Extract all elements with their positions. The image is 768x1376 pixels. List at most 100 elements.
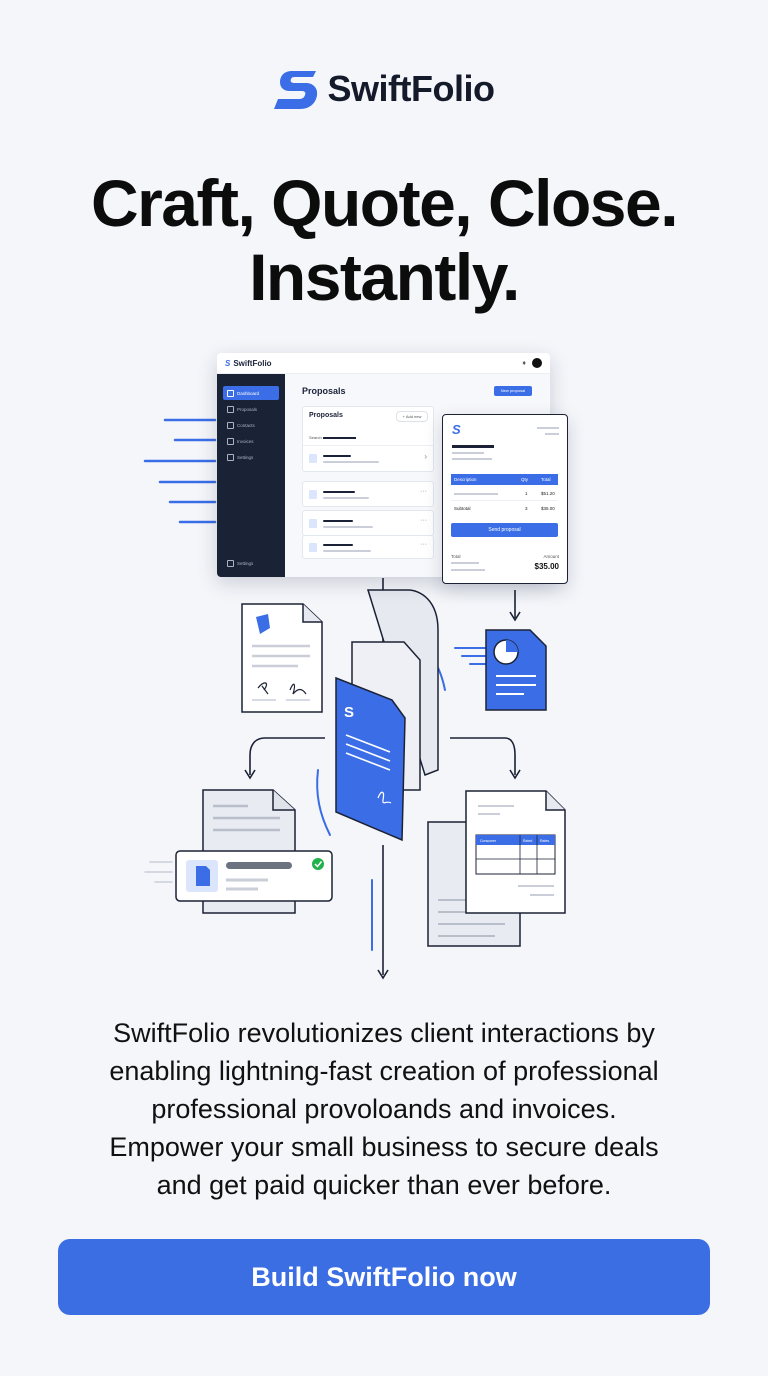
subtotal-label: Subtotal — [454, 506, 471, 511]
headline: Craft, Quote, Close. Instantly. — [0, 166, 768, 314]
contacts-icon — [227, 421, 234, 429]
invoice-client-bar — [452, 445, 494, 448]
gear-icon — [227, 560, 234, 567]
svg-text:S: S — [344, 704, 354, 721]
signed-contract-icon — [241, 603, 323, 713]
speed-lines-icon — [143, 418, 217, 524]
description: SwiftFolio revolutionizes client interac… — [24, 1014, 744, 1204]
send-proposal-button[interactable]: Send proposal — [451, 523, 558, 537]
sidebar-item-label: Contacts — [237, 422, 255, 428]
invoice-meta-bar — [545, 433, 559, 435]
dashboard-icon — [227, 389, 234, 397]
svg-text:Rated: Rated — [523, 839, 532, 843]
blue-proposal-document-icon: S — [335, 676, 406, 842]
svg-text:Consumer: Consumer — [480, 839, 497, 843]
total-bar — [451, 562, 479, 564]
invoice-table-header: Description Qty Total — [451, 474, 558, 485]
app-topbar: S SwiftFolio ♦ — [217, 353, 550, 374]
app-logo-icon: S — [225, 358, 231, 368]
completed-proposal-card — [175, 850, 333, 902]
sidebar-item-label: Settings — [237, 561, 254, 566]
description-line: enabling lightning-fast creation of prof… — [109, 1056, 659, 1086]
sidebar-item-dashboard[interactable]: Dashboard — [223, 386, 279, 400]
brand-name: SwiftFolio — [327, 68, 495, 109]
check-icon — [312, 858, 324, 870]
qty-cell: 1 — [525, 491, 528, 496]
headline-line-2: Instantly. — [249, 240, 520, 314]
row-subtitle-bar — [323, 550, 371, 552]
invoice-client-bar — [452, 452, 484, 454]
sidebar-item-label: Invoices — [237, 438, 254, 444]
row-title-bar — [323, 455, 351, 457]
sidebar-bottom-settings[interactable]: Settings — [223, 560, 253, 567]
invoice-client-bar — [452, 458, 492, 460]
page-title: Proposals — [302, 386, 346, 396]
total-amount: $35.00 — [534, 562, 559, 571]
more-icon[interactable]: ··· — [420, 541, 427, 548]
table-row: Subtotal 3 $35.00 — [451, 503, 558, 515]
description-bar — [454, 493, 498, 495]
more-icon[interactable]: ··· — [420, 517, 427, 524]
description-line: professional provoloands and invoices. — [151, 1094, 617, 1124]
add-new-button[interactable]: + Add new — [396, 411, 428, 422]
invoice-logo-icon: S — [452, 422, 461, 437]
row-title-bar — [323, 520, 353, 522]
column-header: Total — [541, 477, 551, 482]
blue-invoice-document-icon — [485, 629, 547, 711]
table-row: 1 $51.20 — [451, 488, 558, 501]
more-icon[interactable]: ··· — [420, 488, 427, 495]
row-subtitle-bar — [323, 461, 379, 463]
chevron-right-icon[interactable]: › — [424, 452, 427, 461]
document-icon — [309, 454, 317, 463]
search-value-bar — [323, 437, 356, 439]
table-document-icon: Consumer Rated Rates — [465, 790, 566, 914]
document-icon — [309, 490, 317, 499]
invoice-preview-card: S Description Qty Total 1 $51.20 Subtota… — [442, 414, 568, 584]
sidebar-item-label: Dashboard — [237, 390, 260, 396]
list-item[interactable]: ··· — [302, 535, 434, 559]
total-cell: $51.20 — [541, 491, 555, 496]
column-header: Description — [454, 477, 477, 482]
document-icon — [227, 405, 234, 413]
new-proposal-button[interactable]: New proposal — [494, 386, 532, 396]
column-header: Qty — [521, 477, 529, 482]
row-subtitle-bar — [323, 497, 369, 499]
total-bar — [451, 569, 485, 571]
bell-icon: ♦ — [522, 359, 526, 367]
qty-cell: 3 — [525, 506, 528, 511]
total-label: Total — [451, 554, 461, 559]
total-cell: $35.00 — [541, 506, 555, 511]
list-item[interactable]: ··· — [302, 481, 434, 507]
row-subtitle-bar — [323, 526, 373, 528]
sidebar-item-label: Proposals — [237, 406, 258, 412]
description-line: SwiftFolio revolutionizes client interac… — [113, 1018, 655, 1048]
swiftfolio-logo-icon — [273, 71, 317, 109]
list-item[interactable]: › — [303, 445, 433, 470]
sidebar-item-proposals[interactable]: Proposals — [223, 402, 279, 416]
list-item[interactable]: ··· — [302, 510, 434, 536]
sidebar-item-label: Settings — [237, 454, 254, 460]
description-line: and get paid quicker than ever before. — [156, 1170, 612, 1200]
invoice-meta-bar — [537, 427, 559, 429]
headline-line-1: Craft, Quote, Close. — [90, 166, 679, 240]
sidebar-item-contacts[interactable]: Contacts — [223, 418, 279, 432]
gear-icon — [227, 453, 234, 461]
row-title-bar — [323, 491, 355, 493]
proposals-card: Proposals + Add new Search › — [302, 406, 434, 472]
svg-text:Rates: Rates — [540, 839, 549, 843]
card-title: Proposals — [309, 412, 343, 419]
sidebar: Dashboard Proposals Contacts Invoices Se… — [217, 374, 285, 577]
workflow-illustration: S — [143, 418, 566, 980]
build-swiftfolio-button[interactable]: Build SwiftFolio now — [58, 1239, 710, 1315]
row-title-bar — [323, 544, 353, 546]
sidebar-item-invoices[interactable]: Invoices — [223, 434, 279, 448]
app-name: SwiftFolio — [233, 358, 272, 368]
description-line: Empower your small business to secure de… — [109, 1132, 659, 1162]
invoice-icon — [227, 437, 234, 445]
sidebar-item-settings[interactable]: Settings — [223, 450, 279, 464]
app-logo: S SwiftFolio — [225, 359, 272, 368]
document-icon — [309, 519, 317, 528]
amount-label: Amount — [543, 554, 559, 559]
document-icon — [309, 543, 317, 552]
search-label: Search — [309, 435, 322, 440]
